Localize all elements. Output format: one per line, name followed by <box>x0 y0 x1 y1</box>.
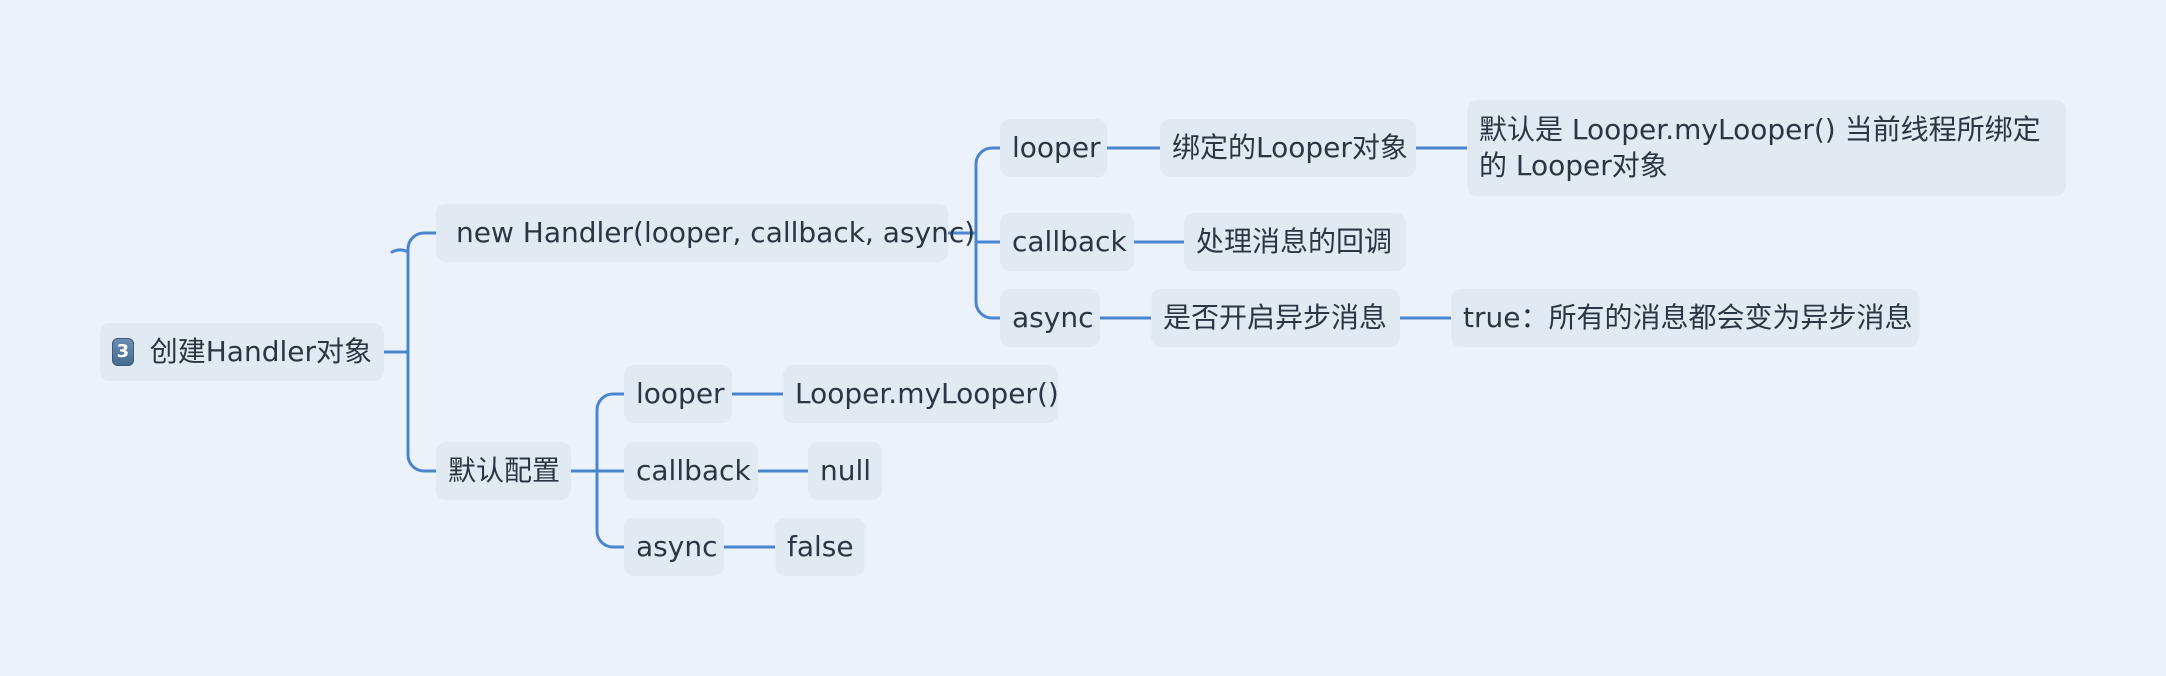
param-async-detail-label: true：所有的消息都会变为异步消息 <box>1463 301 1913 334</box>
default-looper-value-node[interactable]: Looper.myLooper() <box>783 365 1059 423</box>
connector-defaults <box>569 392 626 549</box>
defaults-label: 默认配置 <box>448 454 561 487</box>
param-looper-desc-label: 绑定的Looper对象 <box>1172 131 1408 164</box>
param-looper-label: looper <box>1012 131 1101 164</box>
param-callback-node[interactable]: callback <box>1000 213 1134 271</box>
param-callback-desc-node[interactable]: 处理消息的回调 <box>1184 213 1406 271</box>
param-async-desc-node[interactable]: 是否开启异步消息 <box>1151 289 1400 347</box>
default-callback-node[interactable]: callback <box>624 442 758 500</box>
connector-root <box>382 231 438 473</box>
param-callback-desc-label: 处理消息的回调 <box>1196 225 1393 258</box>
default-async-value: false <box>787 530 854 563</box>
default-callback-value: null <box>820 454 872 487</box>
constructor-label: new Handler(looper, callback, async) <box>456 216 976 249</box>
param-async-detail-node[interactable]: true：所有的消息都会变为异步消息 <box>1451 289 1919 347</box>
root-label: 创建Handler对象 <box>149 335 372 368</box>
number-three-badge-icon: 3 <box>112 338 134 366</box>
default-looper-label: looper <box>636 377 725 410</box>
param-looper-desc-node[interactable]: 绑定的Looper对象 <box>1160 119 1416 177</box>
default-looper-value: Looper.myLooper() <box>795 377 1059 410</box>
param-async-label: async <box>1012 301 1094 334</box>
param-looper-node[interactable]: looper <box>1000 119 1107 177</box>
constructor-node[interactable]: new Handler(looper, callback, async) <box>436 204 975 262</box>
default-async-node[interactable]: async <box>624 518 724 576</box>
default-callback-label: callback <box>636 454 751 487</box>
defaults-node[interactable]: 默认配置 <box>436 442 571 500</box>
default-looper-node[interactable]: looper <box>624 365 732 423</box>
param-callback-label: callback <box>1012 225 1127 258</box>
param-async-node[interactable]: async <box>1000 289 1100 347</box>
root-node[interactable]: 3 创建Handler对象 <box>100 323 384 381</box>
param-async-desc-label: 是否开启异步消息 <box>1163 301 1388 334</box>
default-callback-value-node[interactable]: null <box>808 442 882 500</box>
param-looper-detail-node[interactable]: 默认是 Looper.myLooper() 当前线程所绑定的 Looper对象 <box>1467 100 2066 196</box>
param-looper-detail-label: 默认是 Looper.myLooper() 当前线程所绑定的 Looper对象 <box>1479 113 2041 182</box>
connector-constructor <box>946 146 1002 320</box>
default-async-value-node[interactable]: false <box>775 518 865 576</box>
default-async-label: async <box>636 530 718 563</box>
